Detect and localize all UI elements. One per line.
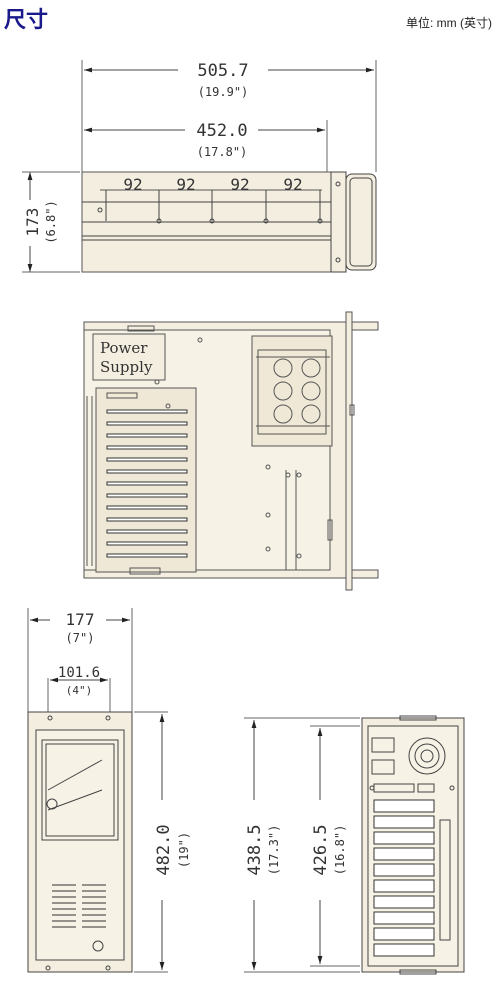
psu-label: Power xyxy=(100,339,148,357)
overall-width-label: 505.7 xyxy=(197,61,248,81)
front-width-label: 177 xyxy=(66,610,95,629)
rear-outer-height-label: 438.5 xyxy=(245,824,265,875)
hole-spacing-label: 101.6 xyxy=(58,665,100,681)
front-height-inch-label: (19") xyxy=(177,832,191,868)
rear-inner-height-inch-label: (16.8") xyxy=(333,825,347,876)
body-width-inch-label: (17.8") xyxy=(197,145,248,159)
page-title: 尺寸 xyxy=(4,8,49,33)
height-label: 173 xyxy=(23,208,42,237)
rear-slot-covers xyxy=(373,799,435,957)
bay-pitch-label: 92 xyxy=(283,175,302,194)
bay-pitch-label: 92 xyxy=(123,175,142,194)
expansion-slots xyxy=(106,409,188,558)
rear-inner-height-label: 426.5 xyxy=(311,824,331,875)
front-view xyxy=(27,608,168,973)
plan-view xyxy=(83,311,379,591)
top-view xyxy=(22,60,377,273)
front-width-inch-label: (7") xyxy=(66,631,95,645)
bay-pitch-label: 92 xyxy=(230,175,249,194)
rear-outer-height-inch-label: (17.3") xyxy=(267,825,281,876)
psu-label: Supply xyxy=(100,358,153,376)
hole-spacing-inch-label: (4") xyxy=(66,684,93,697)
overall-width-inch-label: (19.9") xyxy=(198,85,249,99)
height-inch-label: (6.8") xyxy=(44,200,58,243)
front-height-label: 482.0 xyxy=(154,824,174,875)
bay-pitch-label: 92 xyxy=(176,175,195,194)
front-vents xyxy=(52,884,106,928)
body-width-label: 452.0 xyxy=(196,121,247,141)
unit-note: 单位: mm (英寸) xyxy=(406,16,492,30)
